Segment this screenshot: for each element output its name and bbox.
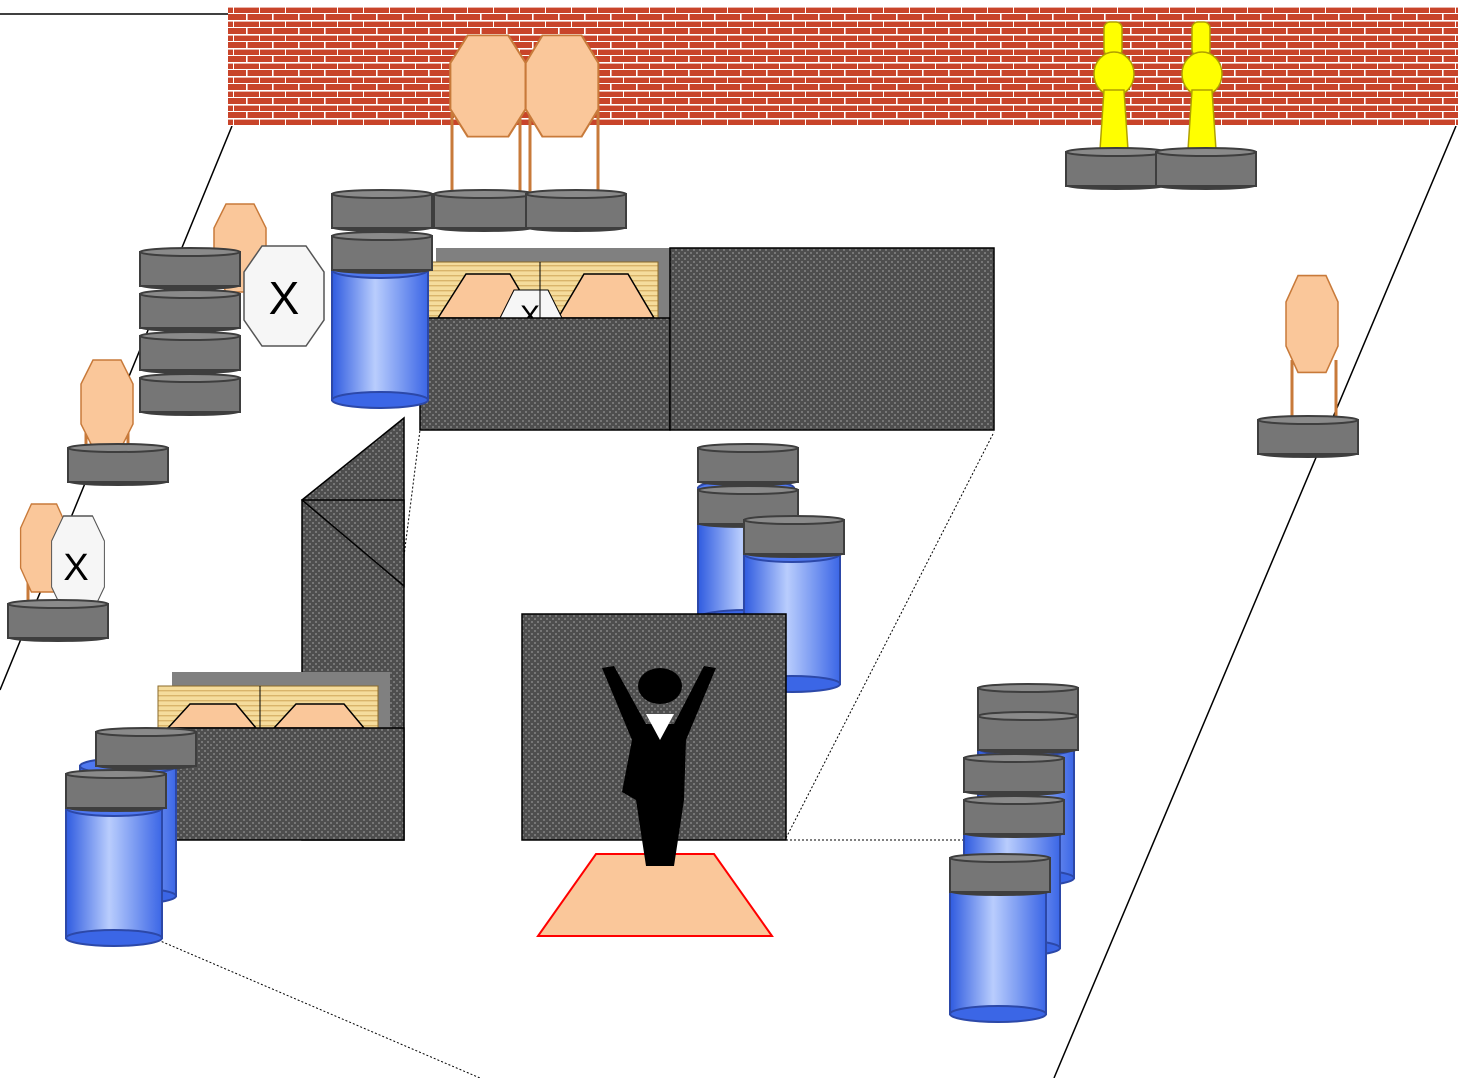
fault-line-a: [157, 939, 481, 1078]
back-left-barrel: [331, 231, 433, 409]
no-shoot-target-upper-left: X: [243, 245, 325, 347]
popper-base-tires: [1065, 147, 1257, 191]
front-left-wall: [157, 672, 405, 841]
fault-line-b: [785, 431, 995, 839]
front-left-barrels: [65, 727, 197, 947]
shooting-box: [536, 853, 774, 937]
left-mid-target: [67, 359, 169, 487]
left-tire-stack: [139, 247, 241, 417]
perimeter-line-right: [1053, 125, 1457, 1078]
right-barrels: [949, 683, 1079, 1023]
brick-backstop: [228, 6, 1458, 126]
back-tire-row: [331, 189, 627, 233]
back-wall-block: X: [419, 247, 995, 431]
fault-line-d: [403, 429, 421, 557]
popper-target-right: [1181, 21, 1223, 151]
back-target-left: [449, 34, 527, 192]
left-lower-target-pair: X: [7, 503, 109, 643]
no-shoot-mark-lower: X: [63, 547, 88, 589]
back-target-right: [524, 34, 600, 192]
shooter-arms-raised-icon: [602, 666, 716, 866]
popper-target-left: [1093, 21, 1135, 151]
no-shoot-mark: X: [269, 272, 300, 324]
right-target: [1257, 274, 1359, 459]
